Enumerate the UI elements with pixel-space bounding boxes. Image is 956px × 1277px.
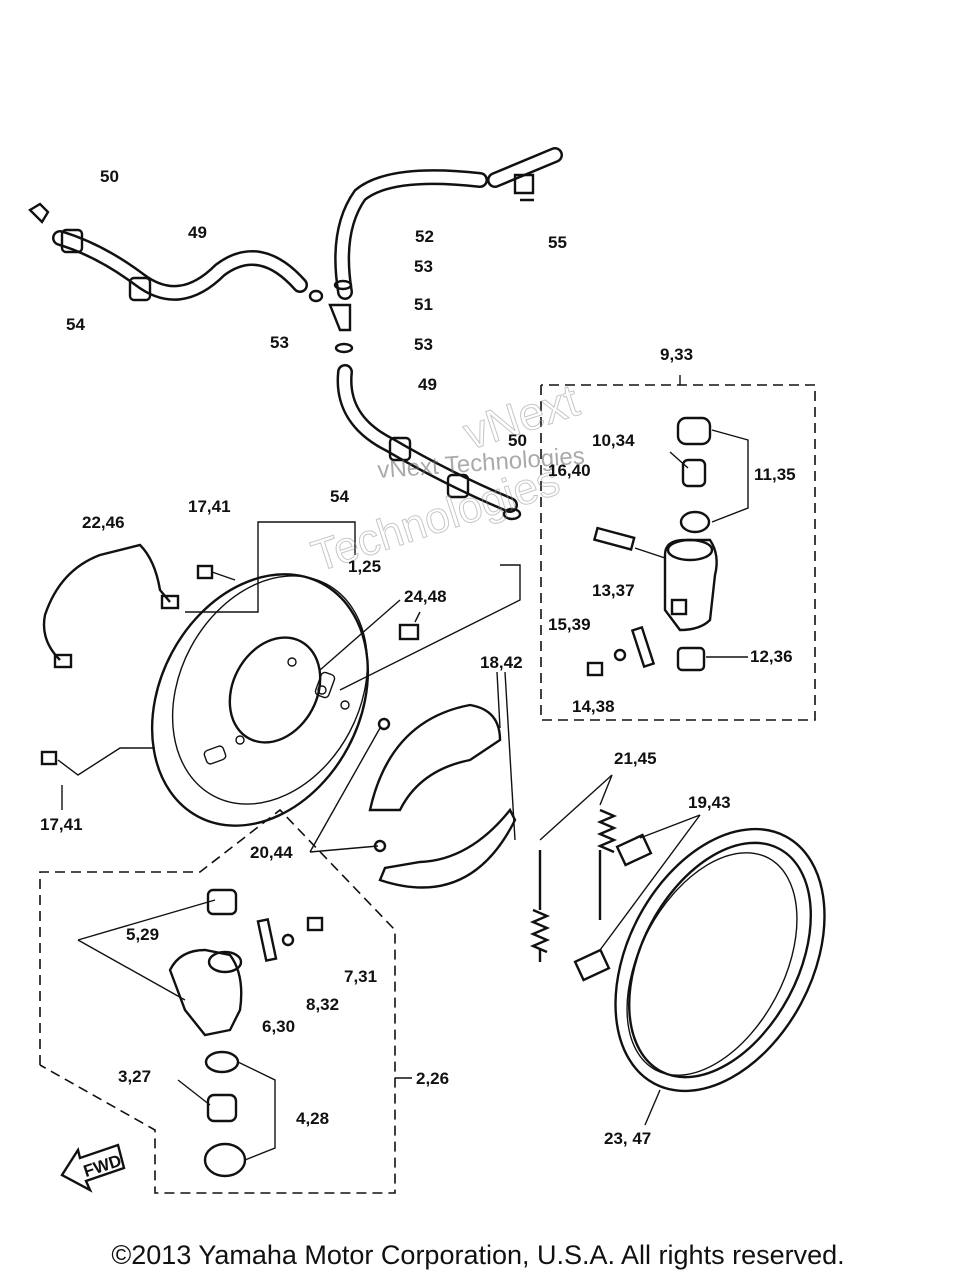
clip-50-top [28,202,50,224]
callout-labels: 50 49 54 52 55 53 51 53 53 49 9,33 10,34… [40,167,796,1148]
fwd-arrow: FWD [60,1143,126,1193]
brake-shoe-plate [150,521,521,827]
clip-55 [513,173,535,202]
brake-shoes [309,671,517,889]
callout: 23, 47 [604,1129,651,1148]
callout: 22,46 [82,513,125,532]
callout: 49 [188,223,207,242]
callout: 6,30 [262,1017,295,1036]
callout: 50 [508,431,527,450]
callout: 54 [66,315,85,334]
clamp-54-d [446,473,470,499]
callout: 3,27 [118,1067,151,1086]
callout: 15,39 [548,615,591,634]
clip-50-lower [502,507,522,521]
clamp-54-a [60,228,84,254]
callout: 53 [414,257,433,276]
hose-clip-53-b [308,289,324,303]
callout: 12,36 [750,647,793,666]
brake-wire [42,543,180,669]
callout: 17,41 [40,815,83,834]
callout: 52 [415,227,434,246]
bolt-17-41 [40,564,236,810]
brake-drum [614,827,826,1126]
callout: 14,38 [572,697,615,716]
wheel-cylinder-box-left [39,808,412,1194]
callout: 11,35 [754,465,796,484]
callout: 20,44 [250,843,293,862]
callout: 54 [330,487,349,506]
callout: 17,41 [188,497,231,516]
callout: 50 [100,167,119,186]
callout: 51 [414,295,433,314]
wear-indicators [573,814,701,982]
callout: 9,33 [660,345,693,364]
callout: 4,28 [296,1109,329,1128]
callout: 10,34 [592,431,635,450]
return-springs [529,774,618,962]
wheel-cylinder-box-right [540,375,816,721]
callout: 13,37 [592,581,635,600]
hose-clip-53-a [333,279,353,291]
clamp-54-b [128,276,152,302]
callout: 1,25 [348,557,381,576]
callout: 2,26 [416,1069,449,1088]
callout: 16,40 [548,461,591,480]
callout: 53 [414,335,433,354]
plug-24-48 [398,623,420,641]
clamp-54-c [388,436,412,462]
callout: 19,43 [688,793,731,812]
hose-clip-53-c [334,342,354,354]
callout: 8,32 [306,995,339,1014]
callout: 21,45 [614,749,657,768]
hose-assembly [28,147,563,521]
callout: 53 [270,333,289,352]
copyright-notice: ©2013 Yamaha Motor Corporation, U.S.A. A… [111,1240,845,1270]
callout: 24,48 [404,587,447,606]
joint-51 [328,303,352,332]
callout: 49 [418,375,437,394]
callout: 18,42 [480,653,523,672]
callout: 5,29 [126,925,159,944]
callout: 55 [548,233,567,252]
callout: 7,31 [344,967,377,986]
